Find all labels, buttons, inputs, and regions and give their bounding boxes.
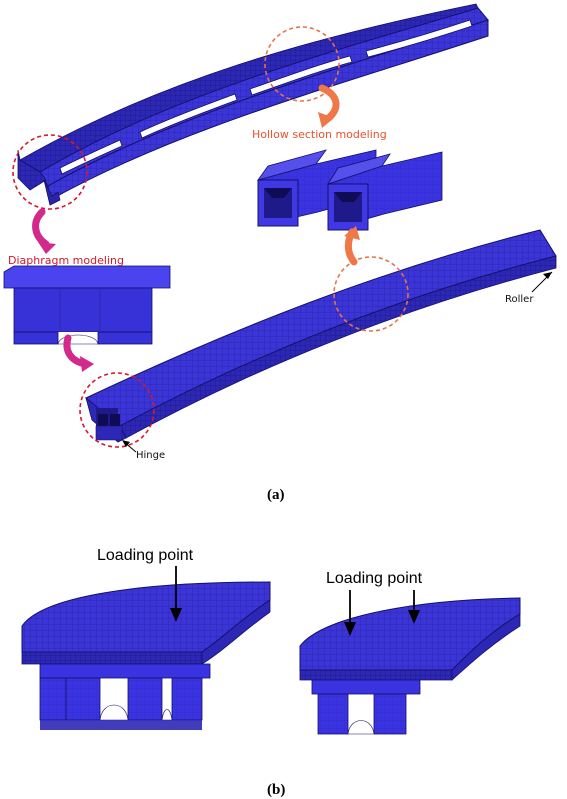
panel-b: Loading point Loading point (b)	[21, 547, 521, 798]
panel-a: Hollow section modeling Diaphragm modeli…	[3, 3, 557, 503]
diaphragm-block	[3, 265, 171, 345]
hinge-label: Hinge	[136, 450, 165, 461]
solid-girder-model	[85, 229, 557, 443]
hollow-box-sections	[257, 149, 443, 231]
diaphragm-highlight-circle-top	[12, 134, 88, 210]
left-diaphragm-model	[21, 581, 271, 730]
diaphragm-highlight-circle-lower	[79, 372, 155, 448]
roller-label: Roller	[505, 294, 534, 305]
hollow-girder-model	[17, 3, 489, 206]
left-loading-point-label: Loading point	[97, 547, 194, 564]
panel-b-label: (b)	[267, 782, 285, 798]
hollow-section-highlight-circle-lower	[333, 256, 409, 332]
hollow-section-caption: Hollow section modeling	[252, 128, 387, 141]
hollow-section-highlight-circle	[264, 26, 340, 102]
panel-a-label: (a)	[267, 487, 285, 503]
right-diaphragm-model	[299, 597, 521, 735]
right-loading-point-label: Loading point	[326, 570, 423, 587]
diaphragm-caption: Diaphragm modeling	[8, 254, 124, 267]
diaphragm-arrow-top	[32, 208, 50, 248]
